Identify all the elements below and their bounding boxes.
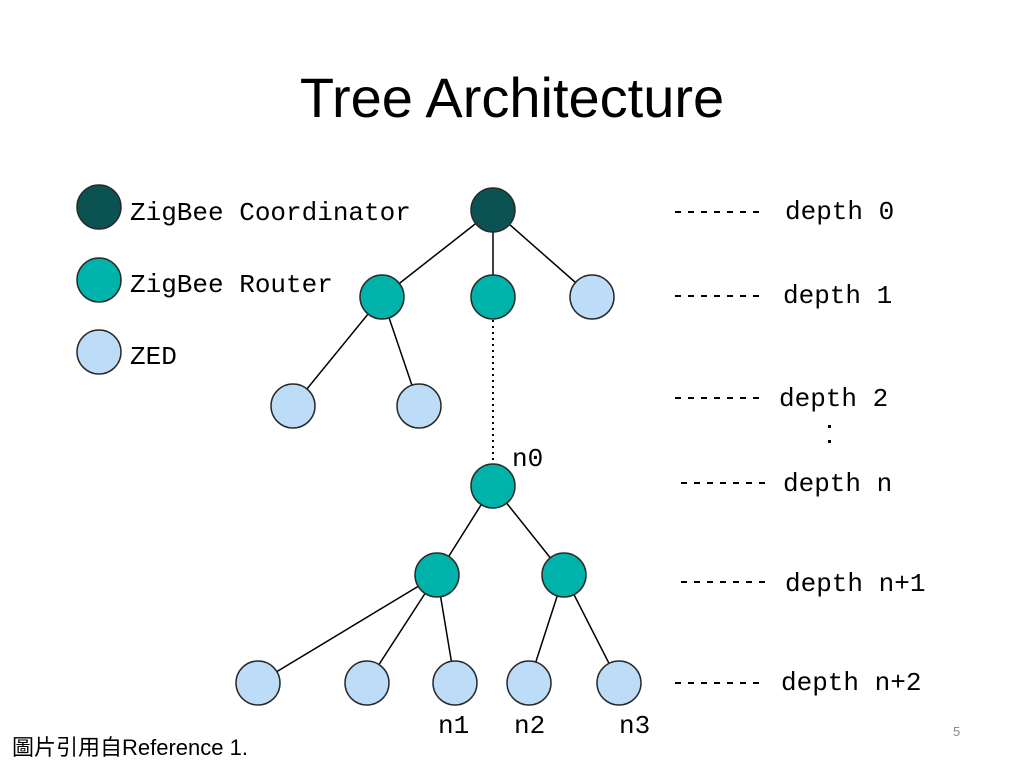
zed-node (569, 274, 615, 320)
zed-node (396, 383, 442, 429)
node-label-n0: n0 (512, 444, 543, 474)
reference-footer: 圖片引用自Reference 1. (12, 735, 248, 760)
depth-labels: depth 0 depth 1 depth 2 depth n depth n+… (675, 197, 925, 698)
edge-line (381, 209, 494, 298)
node-label-n3: n3 (619, 711, 650, 741)
page-number: 5 (953, 724, 961, 739)
depth-label: depth n+1 (785, 569, 925, 599)
router-node (541, 552, 587, 598)
node-label-n1: n1 (438, 711, 469, 741)
legend-zed-label: ZED (130, 342, 177, 372)
edge-line (292, 296, 383, 407)
router-node (359, 274, 405, 320)
depth-label: depth 1 (783, 281, 892, 311)
legend-router-swatch (76, 257, 122, 303)
zed-node (596, 660, 642, 706)
depth-label: depth 2 (779, 384, 888, 414)
legend-coordinator-swatch (76, 184, 122, 230)
node-label-n2: n2 (514, 711, 545, 741)
slide-title: Tree Architecture (299, 66, 725, 129)
depth-label: depth 0 (785, 197, 894, 227)
router-node (414, 552, 460, 598)
vertical-ellipsis-dot (828, 425, 831, 428)
depth-label: depth n (783, 469, 892, 499)
zed-node (270, 383, 316, 429)
router-node (470, 274, 516, 320)
node-labels: n0 n1 n2 n3 (438, 444, 650, 741)
vertical-ellipsis-dot (828, 440, 831, 443)
depth-label: depth n+2 (781, 668, 921, 698)
coordinator-node (470, 187, 516, 233)
edge-line (257, 574, 438, 684)
legend-zed-swatch (76, 329, 122, 375)
zed-node (235, 660, 281, 706)
legend-router-label: ZigBee Router (130, 270, 333, 300)
router-node (470, 463, 516, 509)
legend: ZigBee Coordinator ZigBee Router ZED (76, 184, 411, 375)
zed-node (344, 660, 390, 706)
tree-nodes (235, 187, 642, 706)
zed-node (506, 660, 552, 706)
zed-node (432, 660, 478, 706)
legend-coordinator-label: ZigBee Coordinator (130, 198, 411, 228)
